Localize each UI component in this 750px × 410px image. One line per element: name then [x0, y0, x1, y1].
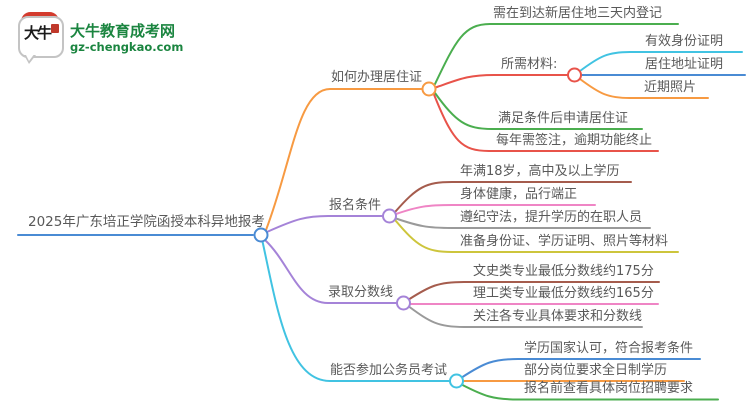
logo-speech-bubble	[18, 16, 64, 58]
node-fulltime-required: 部分岗位要求全日制学历	[524, 363, 668, 378]
line-state-recognized	[461, 358, 701, 378]
root-node-circle	[253, 227, 269, 243]
branch-line-residence-permit	[265, 88, 423, 231]
node-state-recognized: 学历国家认可，符合报考条件	[524, 341, 694, 356]
branch-line-civil-service	[261, 240, 450, 382]
logo-domain: gz-chengkao.com	[70, 40, 184, 54]
line-valid-id	[579, 51, 743, 72]
line-prepare-materials	[394, 219, 679, 253]
line-register-3days	[434, 23, 679, 85]
node-check-job-requirements: 报名前查看具体岗位招聘要求	[524, 381, 694, 396]
line-required-materials	[434, 74, 568, 89]
civil-service-node-circle	[449, 373, 464, 389]
node-age-18: 年满18岁，高中及以上学历	[460, 164, 620, 179]
node-law-abiding: 遵纪守法，提升学历的在职人员	[460, 210, 643, 225]
logo-title: 大牛教育成考网	[70, 22, 176, 40]
node-register-3days: 需在到达新居住地三天内登记	[493, 6, 663, 21]
branch-line-conditions	[267, 215, 383, 233]
node-recent-photo: 近期照片	[644, 80, 697, 95]
materials-node-circle	[567, 67, 582, 83]
conditions-node-circle	[382, 208, 397, 224]
root-node-label: 2025年广东培正学院函授本科异地报考	[28, 214, 265, 230]
line-annual-endorsement	[433, 93, 659, 152]
line-age-18	[394, 181, 632, 213]
node-science-165: 理工类专业最低分数线约165分	[473, 286, 654, 301]
node-liberal-arts-175: 文史类专业最低分数线约175分	[473, 264, 654, 279]
residence-permit-node-circle	[421, 81, 437, 97]
logo-seal-icon	[51, 24, 59, 33]
line-healthy	[395, 204, 596, 215]
node-residence-permit: 如何办理居住证	[331, 70, 423, 85]
node-annual-endorsement: 每年需签注，逾期功能终止	[496, 133, 653, 148]
node-required-materials: 所需材料:	[501, 57, 558, 72]
line-law-abiding	[395, 217, 651, 229]
line-recent-photo	[579, 78, 709, 99]
node-prepare-materials: 准备身份证、学历证明、照片等材料	[460, 234, 669, 249]
line-check-job-requirements	[461, 384, 719, 401]
node-valid-id: 有效身份证明	[645, 34, 724, 49]
node-civil-service: 能否参加公务员考试	[330, 363, 448, 378]
node-score-line: 录取分数线	[328, 285, 394, 300]
node-healthy: 身体健康，品行端正	[460, 187, 578, 202]
logo-bubble-chars: 大牛	[24, 24, 52, 42]
branch-line-score	[264, 239, 397, 304]
score-node-circle	[396, 295, 411, 311]
line-check-requirements	[408, 306, 643, 328]
line-apply-after-conditions	[434, 92, 643, 130]
node-address-proof: 居住地址证明	[645, 57, 724, 72]
node-apply-after-conditions: 满足条件后申请居住证	[498, 111, 629, 126]
node-check-requirements: 关注各专业具体要求和分数线	[473, 309, 643, 324]
node-conditions: 报名条件	[329, 198, 382, 213]
line-liberal-arts-175	[408, 281, 660, 300]
site-logo: 大牛 大牛教育成考网 gz-chengkao.com	[14, 8, 184, 64]
